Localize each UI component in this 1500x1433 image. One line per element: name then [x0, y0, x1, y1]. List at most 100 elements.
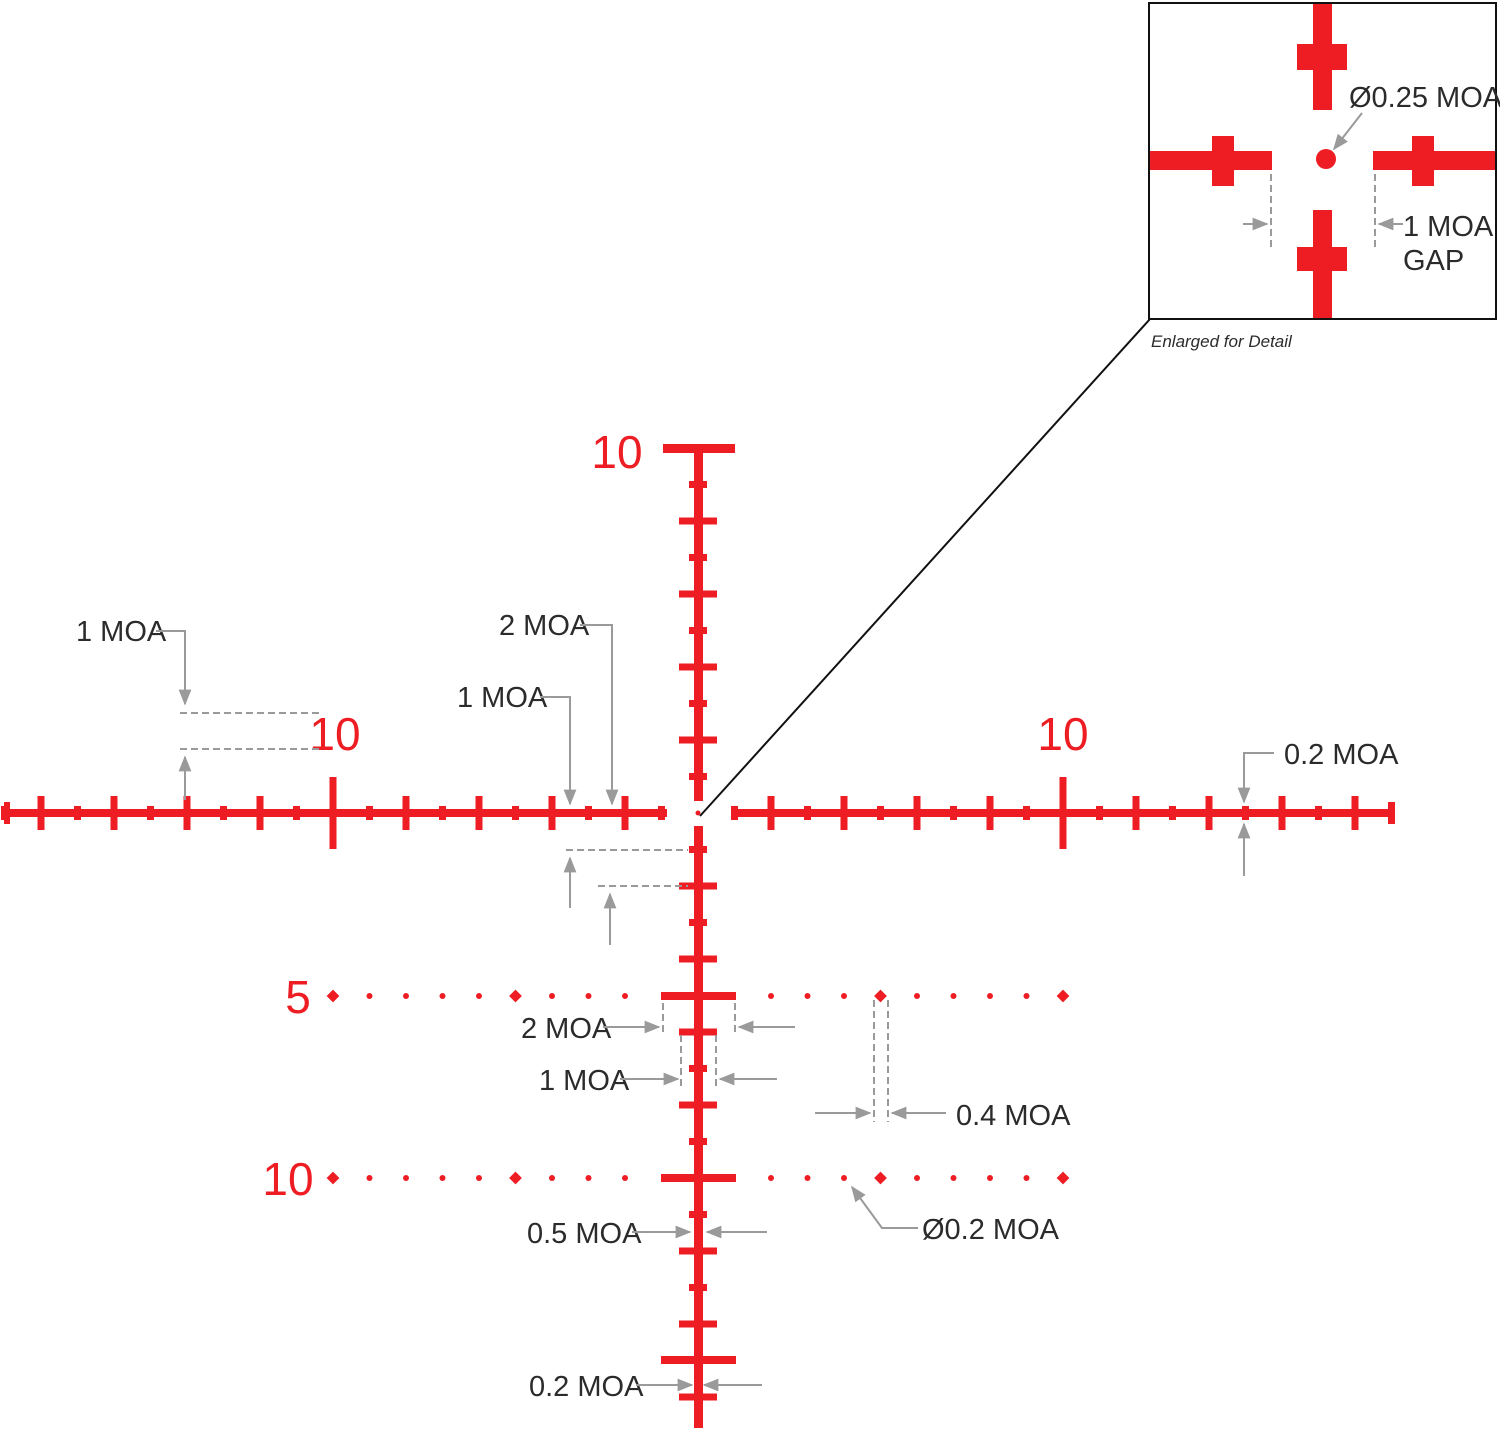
annotation-center-1moa: 1 MOA [457, 682, 548, 714]
horizontal-hash-mark [1351, 796, 1359, 830]
holdover-dot [366, 1175, 373, 1181]
horizontal-hash-mark [1096, 806, 1103, 820]
horizontal-hash-mark [256, 796, 264, 830]
horizontal-hash-mark [439, 806, 446, 820]
annotation-lower-1moa: 1 MOA [539, 1065, 630, 1097]
holdover-dot [622, 1175, 628, 1181]
vertical-hash-mark [689, 1284, 707, 1291]
holdover-dot [1023, 1175, 1030, 1181]
vertical-hash-mark [689, 773, 707, 780]
horizontal-hash-mark [1132, 796, 1140, 830]
holdover-dot [476, 1175, 482, 1181]
annotation-right-02moa: 0.2 MOA [1284, 739, 1399, 771]
inset-gap-label-2: GAP [1403, 245, 1464, 277]
horizontal-end-cap [4, 802, 10, 824]
vertical-hash-mark [679, 1393, 717, 1401]
horizontal-hash-mark [913, 796, 921, 830]
vertical-hash-mark [679, 1320, 717, 1328]
holdover-dot [476, 993, 482, 999]
holdover-dot [914, 993, 920, 999]
holdover-dot [549, 1175, 555, 1181]
holdover-dot [366, 993, 373, 999]
horizontal-hash-mark [767, 796, 775, 830]
horizontal-hash-mark [840, 796, 848, 830]
horizontal-hash-mark [1023, 806, 1030, 820]
horizontal-hash-mark [147, 806, 154, 820]
top-10-label: 10 [591, 426, 642, 478]
annotation-post-05moa: 0.5 MOA [527, 1218, 642, 1250]
annotation-dot-diameter: Ø0.2 MOA [922, 1214, 1060, 1246]
holdover-dot [841, 993, 847, 999]
row-5-label: 5 [285, 971, 311, 1023]
holdover-diamond [1056, 989, 1070, 1003]
vertical-hash-mark [679, 955, 717, 963]
vertical-hash-mark [689, 1211, 707, 1218]
vertical-crosshair [661, 444, 736, 1428]
horizontal-hash-mark [950, 806, 957, 820]
left-10-label: 10 [309, 708, 360, 760]
holdover-diamond [326, 989, 340, 1003]
inset-caption: Enlarged for Detail [1151, 332, 1293, 351]
top-end-cap [663, 444, 735, 453]
horizontal-hash-marks [1, 777, 1395, 849]
horizontal-hash-mark [74, 806, 81, 820]
horizontal-hash-mark [512, 806, 519, 820]
holdover-diamond [326, 1171, 340, 1185]
horizontal-hash-mark [1059, 777, 1067, 849]
holdover-dot [403, 993, 409, 999]
vertical-hash-mark [679, 882, 717, 890]
holdover-dot [804, 1175, 811, 1181]
holdover-dot [439, 1175, 446, 1181]
holdover-dot [804, 993, 811, 999]
horizontal-hash-mark [1242, 806, 1249, 820]
holdover-dot [768, 993, 774, 999]
horizontal-hash-mark [402, 796, 410, 830]
horizontal-hash-mark [548, 796, 556, 830]
horizontal-hash-mark [585, 806, 592, 820]
horizontal-hash-mark [877, 806, 884, 820]
horizontal-hash-mark [1278, 796, 1286, 830]
horizontal-hash-mark [183, 796, 191, 830]
vertical-hash-mark [679, 663, 717, 671]
annotation-left-1moa: 1 MOA [76, 616, 167, 648]
holdover-dot [1023, 993, 1030, 999]
vertical-hash-mark [689, 919, 707, 926]
horizontal-hash-mark [366, 806, 373, 820]
row-10-label: 10 [262, 1153, 313, 1205]
vertical-hash-mark [679, 1247, 717, 1255]
horizontal-hash-mark [475, 796, 483, 830]
holdover-dot [987, 993, 993, 999]
vertical-hash-mark [689, 846, 707, 853]
horizontal-hash-mark [804, 806, 811, 820]
vertical-hash-mark [679, 1028, 717, 1036]
annotation-center-2moa: 2 MOA [499, 610, 590, 642]
horizontal-hash-mark [986, 796, 994, 830]
vertical-hash-marks [679, 481, 717, 1401]
holdover-dot [585, 1175, 592, 1181]
right-10-label: 10 [1037, 708, 1088, 760]
holdover-diamond [509, 1171, 522, 1185]
vertical-hash-mark [679, 517, 717, 525]
top-vertical-bar [694, 446, 703, 801]
holdover-dot [622, 993, 628, 999]
vertical-hash-mark [689, 1065, 707, 1072]
bottom-post-10 [661, 1174, 736, 1182]
holdover-dot [950, 1175, 957, 1181]
center-dot [695, 810, 701, 816]
vertical-hash-mark [689, 700, 707, 707]
annotation-lower-2moa: 2 MOA [521, 1013, 612, 1045]
detail-inset: Ø0.25 MOA 1 MOA GAP [1148, 2, 1500, 320]
vertical-hash-mark [689, 1138, 707, 1145]
vertical-hash-mark [689, 627, 707, 634]
horizontal-hash-mark [621, 796, 629, 830]
holdover-diamond [509, 989, 522, 1003]
horizontal-hash-mark [1315, 806, 1322, 820]
horizontal-hash-mark [658, 806, 665, 820]
holdover-dot [841, 1175, 847, 1181]
holdover-dot [914, 1175, 920, 1181]
vertical-hash-mark [679, 590, 717, 598]
vertical-hash-mark [679, 1101, 717, 1109]
annotation-dots-04moa: 0.4 MOA [956, 1100, 1071, 1132]
holdover-diamond [1056, 1171, 1070, 1185]
